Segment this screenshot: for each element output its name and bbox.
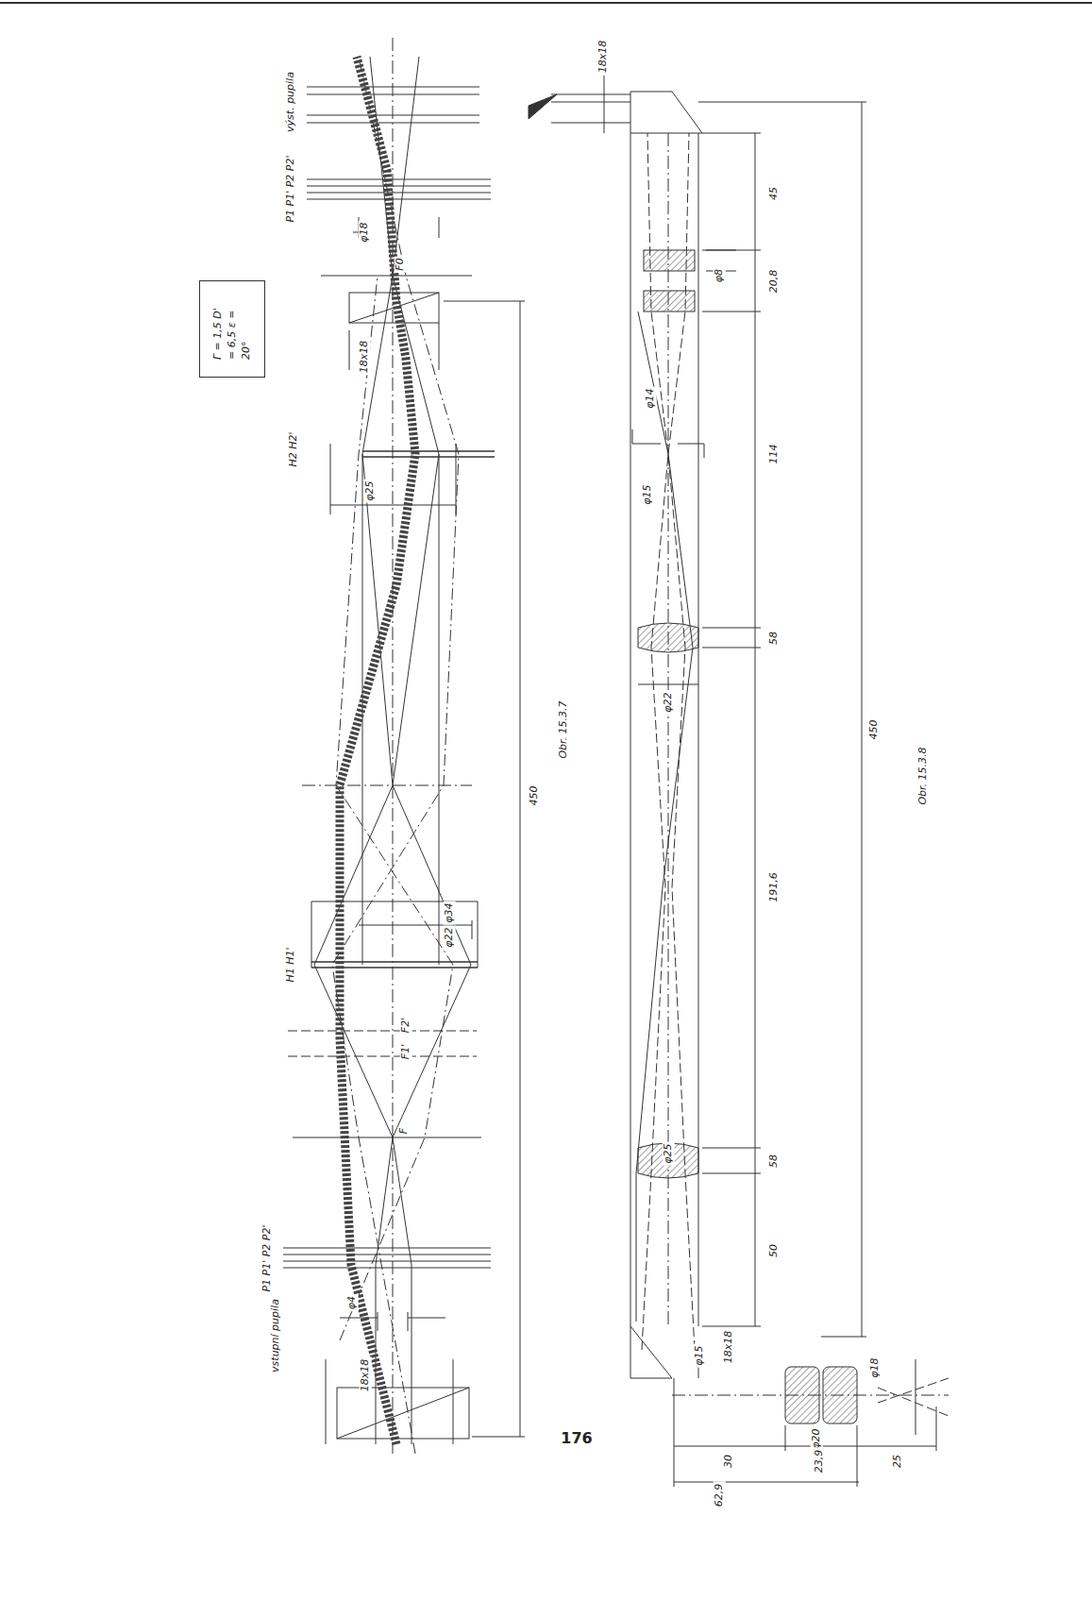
focus-label: F0 — [394, 255, 407, 272]
diameter-dim: φ25 — [662, 1141, 675, 1165]
length-dim: 58 — [768, 629, 781, 647]
parameter-text: Γ = 1,5 D' = 6,5 ε = 20° — [211, 299, 254, 360]
plane-label: H1 H1' — [285, 944, 298, 984]
diameter-dim: φ18 — [358, 219, 371, 244]
pupil-label: výst. pupila — [285, 69, 298, 135]
length-dim: 50 — [768, 1242, 781, 1260]
figure-caption: Obr. 15.3.7 — [557, 698, 571, 760]
focus-label: F1' — [400, 1041, 413, 1061]
prism-size: 18x18 — [359, 1357, 372, 1395]
length-dim: 45 — [768, 184, 781, 202]
length-dim: 58 — [768, 1152, 781, 1170]
length-dim: 23,9 — [813, 1447, 826, 1476]
diameter-dim: φ4 — [346, 1293, 359, 1311]
diameter-dim: φ8 — [713, 267, 726, 285]
diameter-dim: φ18 — [869, 1355, 882, 1379]
prism-size: 18x18 — [597, 38, 610, 76]
focus-label: F — [398, 1125, 411, 1136]
prism-size: 18x18 — [358, 338, 371, 376]
length-dim: 20,8 — [768, 268, 781, 296]
diameter-dim: φ25 — [364, 478, 377, 503]
diameter-dim: φ15 — [641, 482, 655, 506]
length-dim: 62,9 — [713, 1481, 726, 1510]
length-dim: 450 — [528, 784, 541, 808]
diameter-dim: φ22 — [662, 689, 675, 714]
length-dim: 191,6 — [768, 870, 781, 905]
figure-caption: Obr. 15.3.8 — [917, 744, 930, 807]
page-number: 176 — [558, 1429, 594, 1447]
length-dim: 25 — [891, 1452, 905, 1470]
diameter-dim: φ15 — [693, 1343, 706, 1367]
plane-label: P1 P1' P2 P2' — [261, 1222, 274, 1294]
focus-label: F2' — [400, 1015, 413, 1035]
length-dim: 30 — [722, 1452, 736, 1470]
prism-size: 18x18 — [722, 1328, 736, 1366]
length-dim: 450 — [868, 718, 881, 742]
plane-label: P1 P1' P2 P2' — [285, 152, 298, 224]
diameter-dim: φ14 — [644, 386, 657, 410]
pupil-label: vstupní pupila — [269, 1296, 283, 1375]
diameter-dim: φ34 — [443, 900, 456, 924]
diameter-dim: φ22 — [443, 924, 456, 949]
parameter-box: Γ = 1,5 D' = 6,5 ε = 20° — [199, 280, 266, 378]
length-dim: 114 — [768, 442, 781, 467]
plane-label: H2 H2' — [287, 429, 301, 469]
